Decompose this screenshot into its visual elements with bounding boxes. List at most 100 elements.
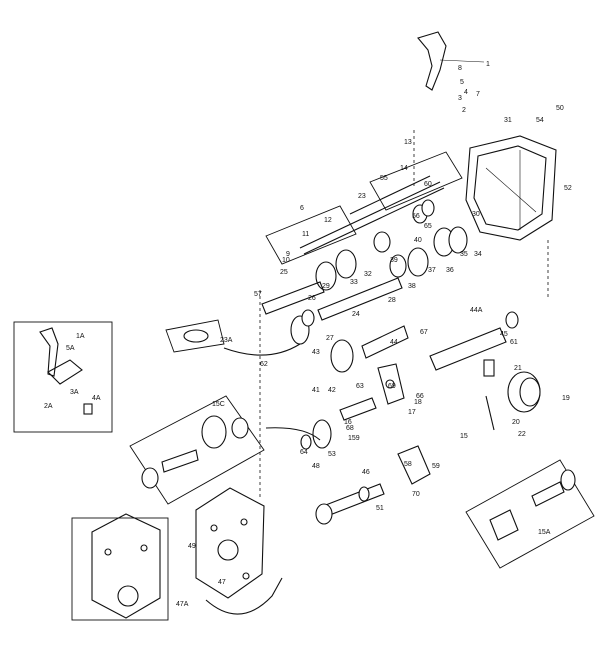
part-label-2: 2 xyxy=(462,107,466,114)
part-label-45: 45 xyxy=(500,331,508,338)
part-label-46: 46 xyxy=(362,469,370,476)
gear-53 xyxy=(300,397,377,450)
part-label-54: 54 xyxy=(536,117,544,124)
part-label-12: 12 xyxy=(324,217,332,224)
part-label-35: 35 xyxy=(460,251,468,258)
shift-collar xyxy=(483,359,541,431)
transmission-case-half-47 xyxy=(195,487,265,599)
part-label-3a: 3A xyxy=(70,389,79,396)
part-label-10: 10 xyxy=(282,257,290,264)
part-label-42: 42 xyxy=(328,387,336,394)
part-label-48: 48 xyxy=(312,463,320,470)
middle-shafts xyxy=(261,277,519,373)
part-label-23: 23 xyxy=(358,193,366,200)
shift-fork xyxy=(377,363,405,405)
part-label-65: 65 xyxy=(424,223,432,230)
part-label-15: 15 xyxy=(460,433,468,440)
part-label-5a: 5A xyxy=(66,345,75,352)
cover-plate xyxy=(397,445,431,485)
part-label-24: 24 xyxy=(352,311,360,318)
upper-shaft-group xyxy=(265,151,463,265)
part-label-26: 26 xyxy=(308,295,316,302)
part-label-39: 39 xyxy=(390,257,398,264)
part-label-14: 14 xyxy=(400,165,408,172)
upper-gears xyxy=(315,199,468,291)
part-label-58: 58 xyxy=(404,461,412,468)
part-label-21: 21 xyxy=(514,365,522,372)
part-label-63: 63 xyxy=(356,383,364,390)
part-label-33: 33 xyxy=(350,279,358,286)
part-label-4: 4 xyxy=(464,89,468,96)
part-label-159: 159 xyxy=(348,435,360,442)
part-label-17: 17 xyxy=(408,409,416,416)
part-label-37: 37 xyxy=(428,267,436,274)
part-label-27: 27 xyxy=(326,335,334,342)
output-shaft xyxy=(315,483,385,525)
part-label-44: 44 xyxy=(390,339,398,346)
main-housing xyxy=(465,135,557,241)
part-label-61: 61 xyxy=(510,339,518,346)
part-label-40: 40 xyxy=(414,237,422,244)
part-label-64: 64 xyxy=(300,449,308,456)
part-label-55: 55 xyxy=(380,175,388,182)
part-label-18: 18 xyxy=(414,399,422,406)
part-label-47a: 47A xyxy=(176,601,189,608)
housing-15c xyxy=(129,395,265,505)
part-label-11: 11 xyxy=(302,231,309,238)
part-label-41: 41 xyxy=(312,387,320,394)
part-label-60: 60 xyxy=(424,181,432,188)
part-label-22: 22 xyxy=(518,431,526,438)
part-label-20: 20 xyxy=(512,419,520,426)
part-label-28: 28 xyxy=(388,297,396,304)
part-label-68: 68 xyxy=(346,425,354,432)
part-label-47: 47 xyxy=(218,579,226,586)
shift-lever xyxy=(417,31,485,91)
part-label-13: 13 xyxy=(404,139,412,146)
part-label-36: 36 xyxy=(446,267,454,274)
part-label-1: 1 xyxy=(486,61,490,68)
part-label-7: 7 xyxy=(476,91,480,98)
part-label-15a: 15A xyxy=(538,529,551,536)
part-label-49: 49 xyxy=(188,543,196,550)
part-label-32: 32 xyxy=(364,271,372,278)
part-label-66: 66 xyxy=(416,393,424,400)
part-label-23a: 23A xyxy=(220,337,233,344)
part-label-51: 51 xyxy=(376,505,384,512)
part-label-3: 3 xyxy=(458,95,462,102)
part-label-2a: 2A xyxy=(44,403,53,410)
part-label-16: 16 xyxy=(344,419,352,426)
part-label-5: 5 xyxy=(460,79,464,86)
part-label-25: 25 xyxy=(280,269,288,276)
part-label-43: 43 xyxy=(312,349,320,356)
alignment-lines xyxy=(259,130,549,498)
part-label-59: 59 xyxy=(432,463,440,470)
part-label-56: 56 xyxy=(412,213,420,220)
part-label-9: 9 xyxy=(286,251,290,258)
part-label-15c: 15C xyxy=(212,401,225,408)
part-label-67: 67 xyxy=(420,329,428,336)
part-number-callouts: 1234567891011121314151617181920212223242… xyxy=(44,61,572,608)
cables xyxy=(205,343,321,615)
part-label-38: 38 xyxy=(408,283,416,290)
part-label-4a: 4A xyxy=(92,395,101,402)
part-label-44a: 44A xyxy=(470,307,483,314)
part-label-6: 6 xyxy=(300,205,304,212)
transmission-case-half-47a xyxy=(71,513,169,621)
part-label-8: 8 xyxy=(458,65,462,72)
part-label-19: 19 xyxy=(562,395,570,402)
part-label-29: 29 xyxy=(322,283,330,290)
part-label-69: 69 xyxy=(388,383,396,390)
part-label-30: 30 xyxy=(472,211,480,218)
part-label-57: 57 xyxy=(254,291,262,298)
callout-23a xyxy=(165,319,225,353)
part-label-62: 62 xyxy=(260,361,268,368)
part-label-53: 53 xyxy=(328,451,336,458)
part-label-31: 31 xyxy=(504,117,512,124)
part-label-1a: 1A xyxy=(76,333,85,340)
part-label-52: 52 xyxy=(564,185,572,192)
group-15a xyxy=(465,459,595,569)
part-label-70: 70 xyxy=(412,491,420,498)
part-label-34: 34 xyxy=(474,251,482,258)
part-label-50: 50 xyxy=(556,105,564,112)
